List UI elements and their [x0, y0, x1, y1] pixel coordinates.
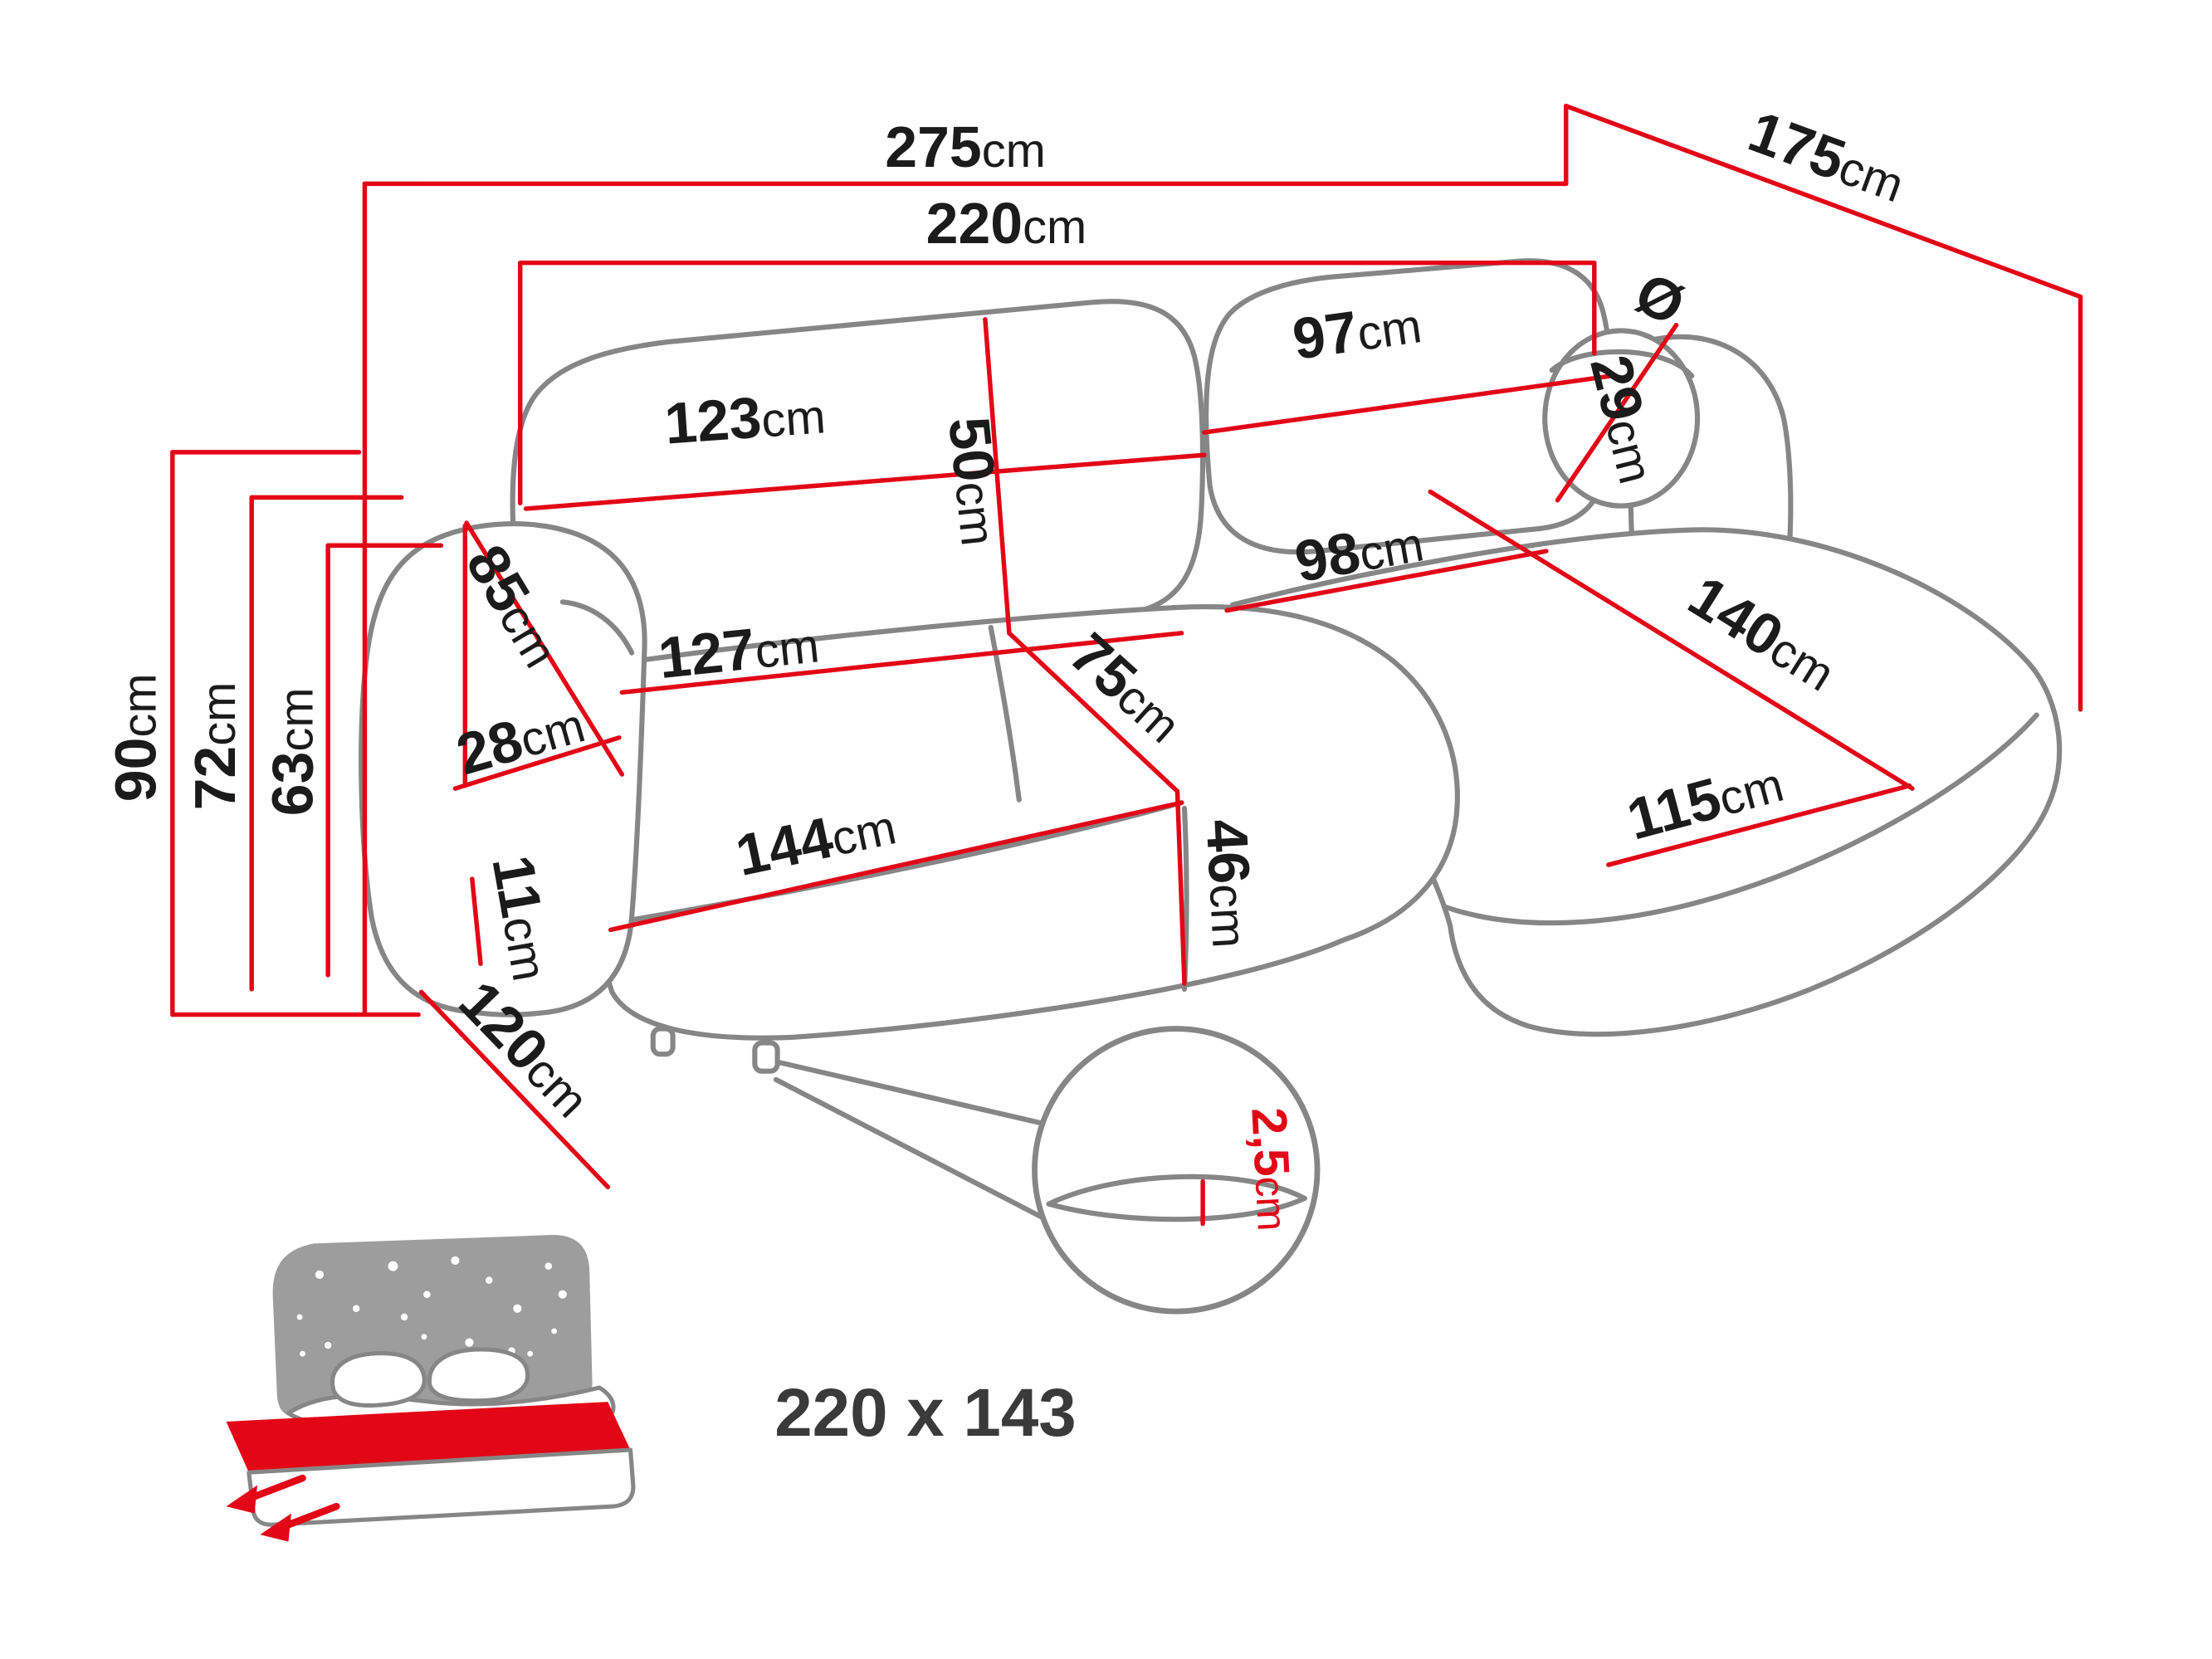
- star-icon: [315, 1270, 325, 1279]
- dim-label-seat-width: 127cm: [655, 609, 822, 690]
- dim-label-backrest-height: 50cm: [936, 414, 1014, 549]
- dim-line-bolster: [1555, 322, 1679, 503]
- sofa-bed-function-icon: 220 x 143: [226, 1235, 1077, 1542]
- pullout-arrow-icons: [226, 1474, 340, 1542]
- right-back-cushion: [1204, 258, 1615, 555]
- dim-label-height-low: 63cm: [260, 687, 325, 816]
- left-armrest-contour: [559, 599, 635, 656]
- dim-line-armrest-height: [464, 520, 625, 777]
- star-icon: [388, 1261, 398, 1271]
- dim-label-height-overall: 90cm: [103, 673, 168, 802]
- arrow-icon: [260, 1513, 291, 1542]
- seat-cushion-seam: [988, 624, 1022, 803]
- dim-label-bed-width: 220cm: [926, 191, 1087, 256]
- dim-label-seam-detail: 2,5cm: [1241, 1106, 1303, 1232]
- dim-label-chaise-back-width: 98cm: [1290, 508, 1428, 594]
- dim-line-armrest-width: [452, 735, 622, 791]
- star-icon: [421, 1334, 427, 1340]
- star-icon: [465, 1338, 474, 1347]
- dim-line-seat-width: [619, 631, 1184, 695]
- detail-seam-top: [1046, 1173, 1307, 1207]
- dim-label-overall-width: 275cm: [885, 115, 1046, 179]
- dim-label-seat-height: 46cm: [1194, 817, 1266, 949]
- star-icon: [400, 1313, 408, 1321]
- dim-label-backrest-left: 123cm: [662, 380, 828, 456]
- dimension-lines: [170, 103, 2083, 1190]
- star-icon: [544, 1262, 553, 1270]
- sofa-leg: [650, 1026, 676, 1057]
- dim-line-chaise-length: [1428, 489, 1915, 791]
- detail-circle: [1032, 1026, 1321, 1315]
- sleeping-area-label: 220 x 143: [774, 1375, 1077, 1451]
- callout-connector-line: [773, 1076, 1063, 1230]
- dim-line-back-seat-polyline: [983, 317, 1187, 986]
- callout-connector-line: [777, 1060, 1052, 1128]
- bolster-top-contour: [1549, 349, 1695, 378]
- bed-pillow: [427, 1347, 530, 1403]
- star-icon: [300, 1350, 305, 1357]
- dim-line-seat-front-width: [608, 800, 1184, 933]
- dim-line-overall-depth: [1564, 103, 2083, 300]
- star-icon: [423, 1291, 431, 1298]
- dim-label-height-mid: 72cm: [183, 682, 247, 811]
- bed-base: [247, 1447, 636, 1527]
- seam-detail-callout: [773, 1026, 1321, 1315]
- star-icon: [513, 1304, 522, 1313]
- sofa-leg: [752, 1040, 780, 1074]
- star-icon: [486, 1276, 493, 1284]
- arrow-icon: [226, 1485, 258, 1514]
- star-icon: [527, 1350, 534, 1357]
- dim-line-chaise-back-width: [1224, 549, 1549, 613]
- star-icon: [324, 1341, 332, 1349]
- dim-label-leg-height: 11cm: [480, 851, 565, 985]
- star-icon: [296, 1314, 303, 1320]
- chaise-front-edge: [1443, 712, 2039, 926]
- star-icon: [558, 1290, 567, 1299]
- arrow-icon: [285, 1502, 340, 1529]
- dim-line-pullout-depth: [418, 989, 611, 1190]
- bed-pillow: [330, 1351, 427, 1408]
- dim-line-leg-height: [470, 876, 483, 966]
- star-icon: [352, 1305, 360, 1312]
- detail-seam-bottom: [1046, 1195, 1307, 1222]
- dim-label-backrest-right: 97cm: [1289, 290, 1425, 372]
- dim-line-backrest-right: [1202, 373, 1614, 435]
- dim-line-backrest-left: [523, 452, 1207, 511]
- dim-label-bolster-prefix: Ø: [1625, 260, 1696, 338]
- dim-label-overall-depth: 175cm: [1741, 99, 1914, 215]
- star-icon: [451, 1256, 460, 1265]
- arrow-icon: [251, 1474, 306, 1500]
- star-icon: [551, 1328, 557, 1335]
- dim-line-chaise-front-width: [1606, 783, 1912, 867]
- seat-front-edge: [603, 800, 1184, 927]
